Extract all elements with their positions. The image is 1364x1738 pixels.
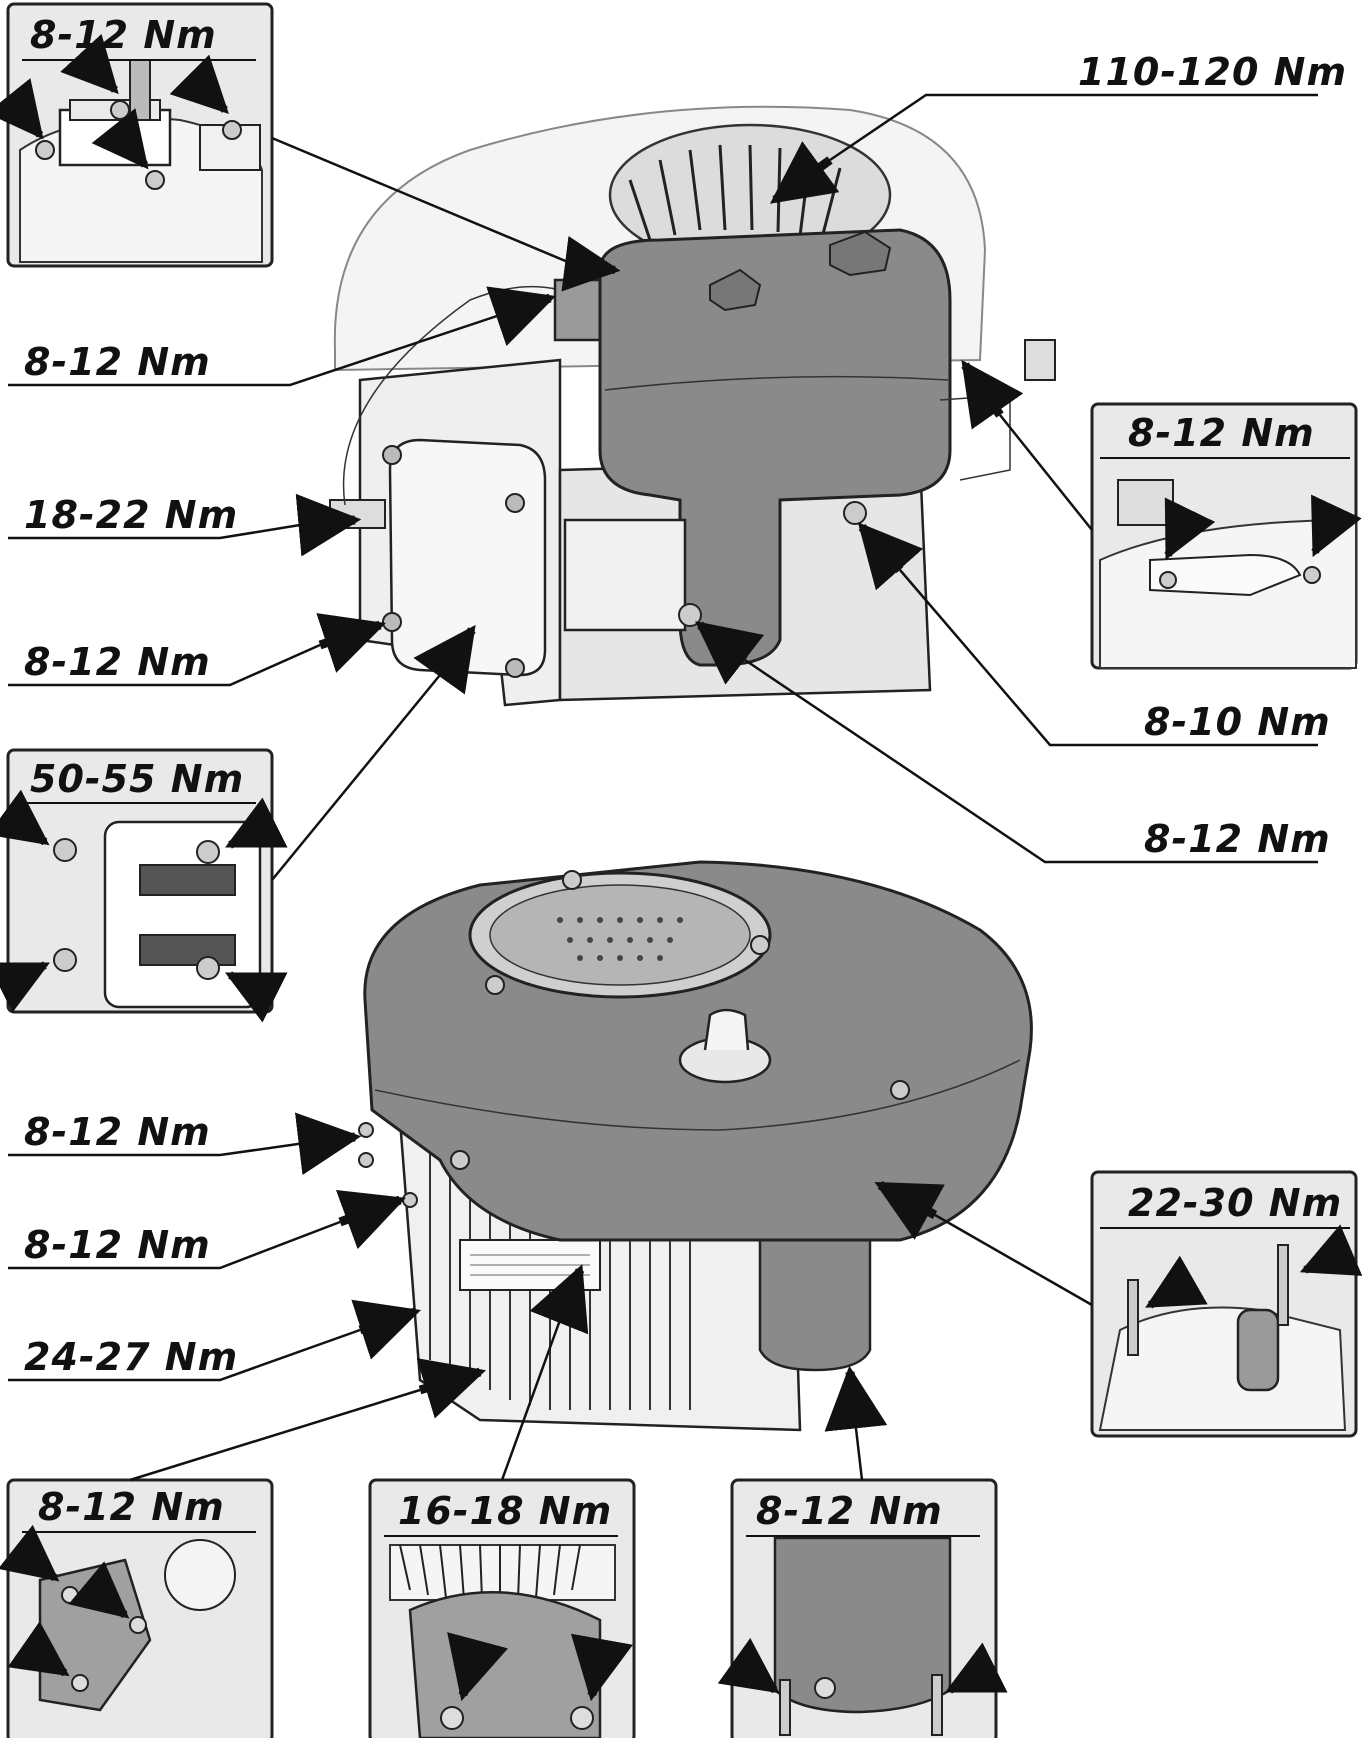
label-carb-bracket: 8-10 Nm [1144, 700, 1331, 744]
lower-engine-illustration [358, 860, 1033, 1432]
label-shroud-lower: 8-12 Nm [24, 1223, 211, 1267]
label-valve-cover: 8-12 Nm [24, 640, 211, 684]
label-bottom-right-inset: 8-12 Nm [756, 1489, 943, 1533]
label-bottom-left-inset: 8-12 Nm [38, 1485, 225, 1529]
label-oil-drain: 24-27 Nm [24, 1335, 238, 1379]
label-ignition-coil: 8-12 Nm [24, 340, 211, 384]
label-bottom-mid-inset: 16-18 Nm [398, 1489, 612, 1533]
label-cylinder-head-inset: 50-55 Nm [30, 757, 244, 801]
inset-cylinder-head [0, 748, 288, 1023]
leader-lines-upper [8, 93, 1318, 881]
label-right-inset: 8-12 Nm [1128, 411, 1315, 455]
inset-right [1090, 402, 1362, 670]
inset-top-left [0, 2, 274, 268]
label-flywheel-nut: 110-120 Nm [1078, 50, 1347, 94]
label-starter-inset: 22-30 Nm [1128, 1181, 1342, 1225]
label-top-left-inset: 8-12 Nm [30, 13, 217, 57]
inset-bottom-left [0, 1478, 274, 1738]
label-shroud-upper: 8-12 Nm [24, 1110, 211, 1154]
leader-lines-lower [8, 1112, 1093, 1482]
label-spark-plug: 18-22 Nm [24, 493, 238, 537]
inset-starter-bracket [1090, 1170, 1363, 1438]
inset-bottom-middle [368, 1478, 636, 1738]
inset-bottom-right [717, 1478, 1008, 1738]
upper-engine-illustration [329, 105, 1056, 707]
label-muffler: 8-12 Nm [1144, 817, 1331, 861]
